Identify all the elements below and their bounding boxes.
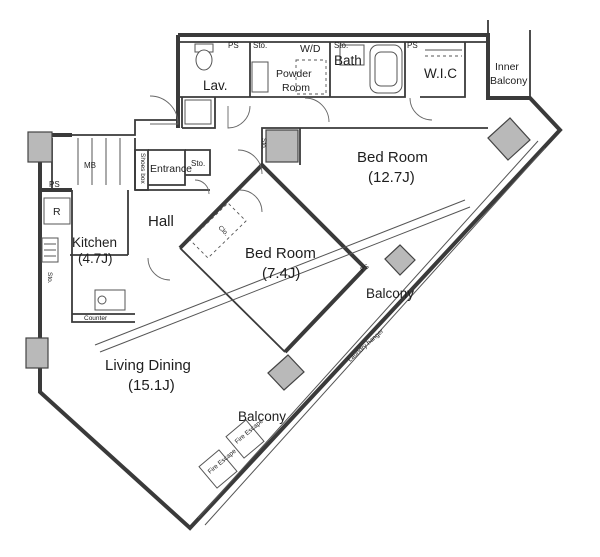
room-living-name: Living Dining [105, 357, 191, 374]
room-inner-balcony-label-1: Inner [495, 61, 519, 73]
room-powder-label-1: Powder [276, 68, 312, 80]
room-wic-label: W.I.C [424, 66, 457, 81]
sink-icon [251, 61, 269, 93]
shoes-box-label: Shoes box [139, 153, 146, 184]
pillars [25, 117, 531, 391]
counter-label: Counter [84, 315, 108, 322]
room-lav-label: Lav. [203, 78, 228, 93]
room-kitchen-name: Kitchen [72, 235, 117, 250]
room-kitchen-size: (4.7J) [78, 251, 113, 266]
sto-kitchen-label: Sto. [46, 272, 53, 284]
room-labels: Lav. Powder Room Bath W.I.C Inner Balcon… [72, 53, 528, 424]
room-inner-balcony-label-2: Balcony [490, 75, 528, 87]
room-bedroom-large-name: Bed Room [357, 149, 428, 166]
doors [147, 95, 433, 281]
interior-walls [70, 41, 546, 526]
pillar-mb [27, 131, 53, 163]
fire-escapes [198, 419, 265, 489]
ps-kitchen-label: PS [49, 180, 60, 189]
pillar-bedroom-corner [265, 129, 299, 163]
bath-sink-icon [339, 44, 365, 66]
sto-lav-label: Sto. [253, 41, 267, 50]
room-powder-label-2: Room [282, 82, 310, 94]
laundry-hanger-label: Laundry hanger [347, 327, 386, 363]
wd-label: W/D [300, 43, 321, 55]
refrigerator-label: R [53, 206, 61, 218]
lav-counter-icon [184, 99, 212, 125]
ps-balcony-label: PS [359, 263, 371, 274]
room-hall-label: Hall [148, 213, 174, 230]
room-living-size: (15.1J) [128, 377, 175, 394]
pillar-living [25, 337, 49, 369]
room-entrance-label: Entrance [150, 163, 192, 175]
kitchen-sink-icon [94, 289, 126, 311]
mb-label: MB [84, 161, 96, 170]
sto-entrance-label: Sto. [191, 159, 205, 168]
toilet-bowl-icon [195, 49, 213, 71]
pillar-balcony-ps [384, 244, 416, 276]
fixtures [41, 43, 462, 311]
clo-label: Clo. [217, 224, 230, 237]
washer-icon [295, 59, 327, 95]
room-bedroom-large-size: (12.7J) [368, 169, 415, 186]
pillar-balcony-mid [267, 354, 305, 391]
room-balcony-upper-label: Balcony [366, 286, 414, 301]
room-bath-label: Bath [334, 53, 362, 68]
pillar-east [487, 117, 531, 161]
sto-bath-label: Sto. [334, 41, 348, 50]
ps-lav-label: PS [228, 41, 239, 50]
sto-bedroom-large-label: Sto. [260, 138, 267, 150]
room-balcony-lower-label: Balcony [238, 409, 286, 424]
refrigerator-icon [43, 197, 71, 225]
ps-wic-label: PS [407, 41, 418, 50]
room-bedroom-small-name: Bed Room [245, 245, 316, 262]
room-bedroom-small-size: (7.4J) [262, 265, 300, 282]
